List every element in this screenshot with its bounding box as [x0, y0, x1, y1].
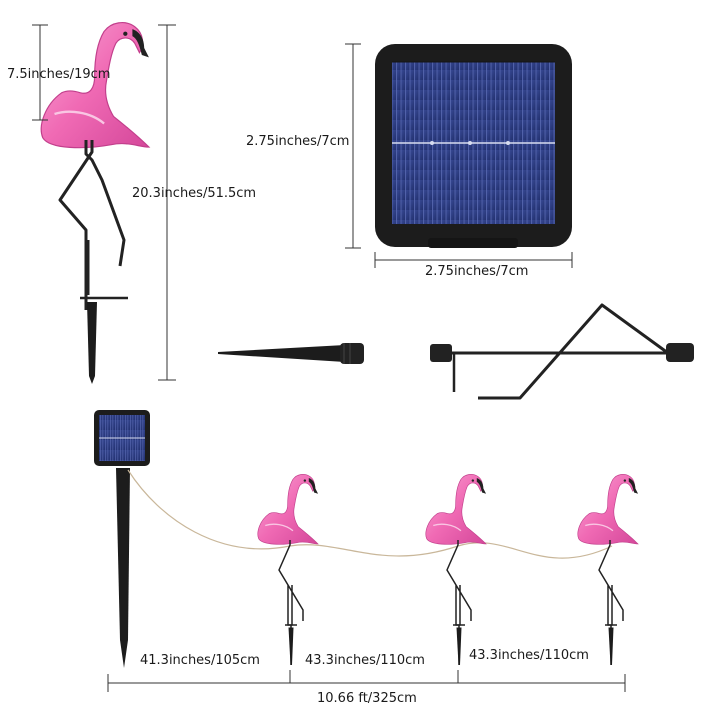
flamingo-small-icon: [577, 473, 639, 666]
dimension-line-head-height: [32, 24, 48, 121]
panel-width-label: 2.75inches/7cm: [425, 264, 529, 279]
dimension-line-panel-width: [374, 252, 573, 268]
flamingo-small-icon: [257, 473, 319, 666]
total-length-label: 10.66 ft/325cm: [317, 691, 417, 706]
head-height-label: 7.5inches/19cm: [7, 67, 111, 82]
ground-stake-icon: [218, 343, 364, 364]
spacing-second-label: 43.3inches/110cm: [305, 653, 425, 668]
connection-wire: [127, 469, 613, 559]
spacing-first-label: 41.3inches/105cm: [140, 653, 260, 668]
flamingo-large-icon: [40, 21, 151, 384]
solar-panel-small-icon: [94, 410, 150, 668]
dimension-line-total-length: [107, 670, 626, 692]
dimension-line-total-height: [158, 24, 176, 381]
solar-panel-large-icon: [375, 44, 572, 248]
panel-height-label: 2.75inches/7cm: [246, 134, 350, 149]
total-height-label: 20.3inches/51.5cm: [132, 186, 257, 201]
dimension-line-panel-height: [345, 43, 361, 249]
spacing-third-label: 43.3inches/110cm: [469, 648, 589, 663]
flamingo-small-icon: [425, 473, 487, 666]
flamingo-leg-icon: [430, 303, 694, 400]
